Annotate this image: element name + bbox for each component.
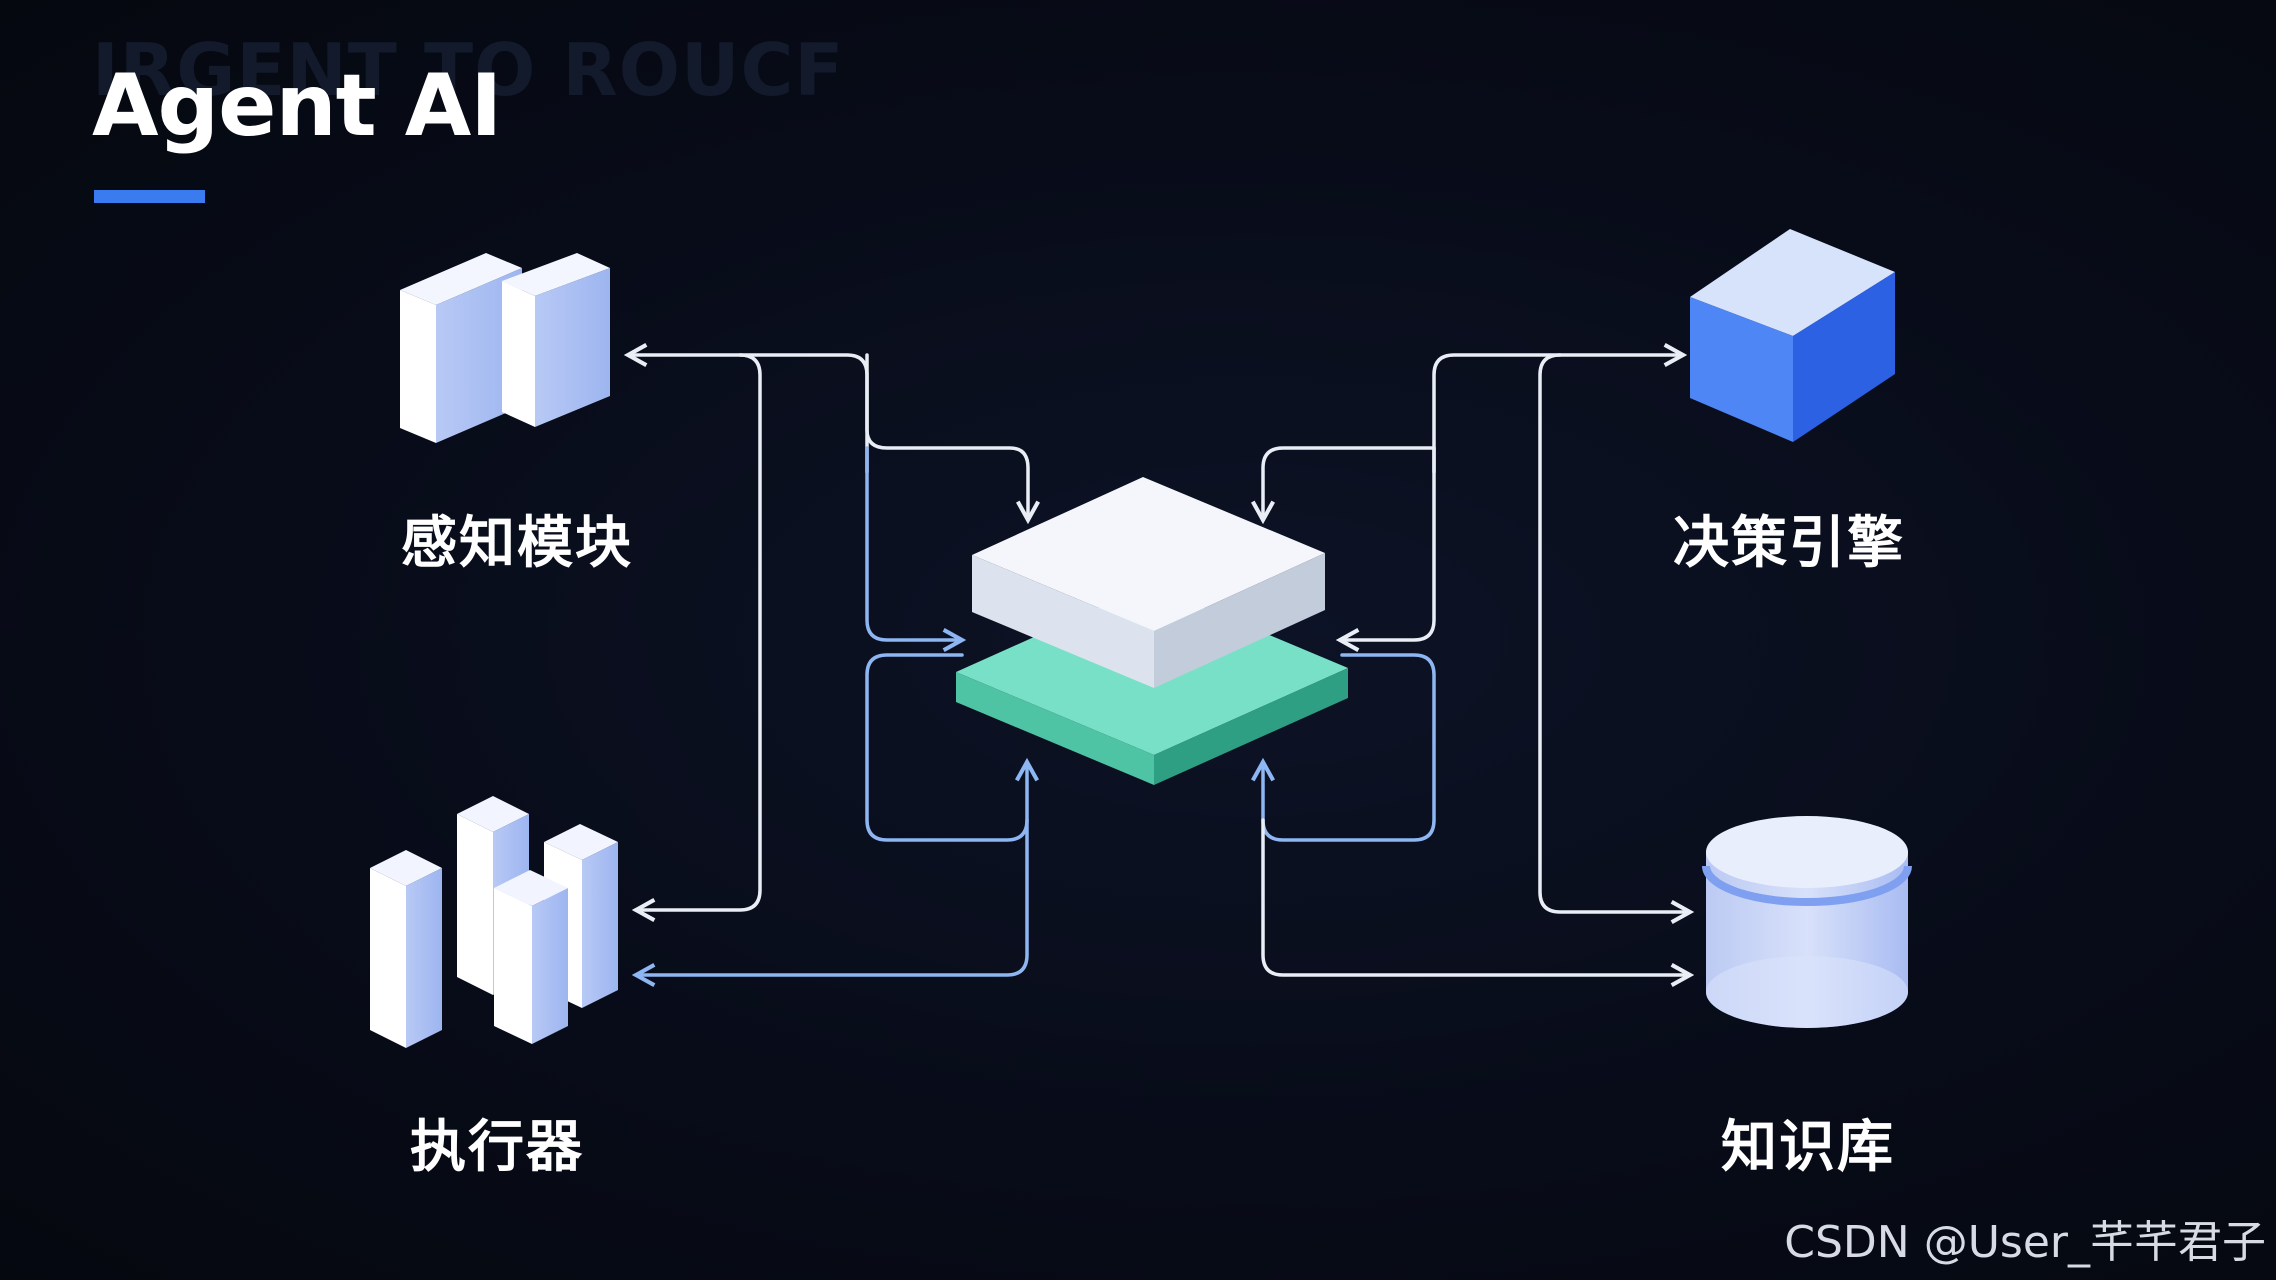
arrow-core-to-knowledge	[1261, 818, 1690, 975]
csdn-watermark: CSDN @User_芊芊君子	[1784, 1217, 2266, 1268]
knowledge-label: 知识库	[1721, 1115, 1895, 1180]
arrow-loop-right-to-core	[1340, 446, 1436, 640]
arrow-decision-to-knowledge	[1538, 353, 1690, 912]
decision-label: 决策引擎	[1673, 511, 1905, 576]
page-title: Agent AI	[92, 56, 502, 156]
database-cylinder-icon	[1702, 816, 1912, 1028]
arrow-perception-to-executor	[636, 353, 762, 910]
arrow-core-to-decision	[1432, 355, 1683, 474]
cube-icon	[1690, 229, 1895, 442]
arrow-core-loop-right-lower	[1263, 653, 1436, 842]
perception-label: 感知模块	[401, 511, 633, 576]
background-ghost-title: IRGENT TO ROUCF	[92, 28, 845, 112]
arrow-perception-to-core	[865, 353, 1028, 520]
title-accent-bar	[94, 190, 205, 203]
bar-blocks-icon	[400, 253, 610, 443]
connector-lines	[628, 355, 1690, 975]
arrow-core-to-executor	[636, 818, 1029, 975]
arrow-core-loop-left-lower	[865, 653, 1027, 842]
stacked-layers-icon	[956, 477, 1348, 785]
arrow-loop-left-to-core	[865, 446, 962, 640]
executor-label: 执行器	[410, 1115, 584, 1180]
arrow-decision-to-core	[1263, 446, 1436, 520]
column-blocks-icon	[370, 796, 618, 1048]
arrow-core-to-perception	[628, 355, 869, 474]
